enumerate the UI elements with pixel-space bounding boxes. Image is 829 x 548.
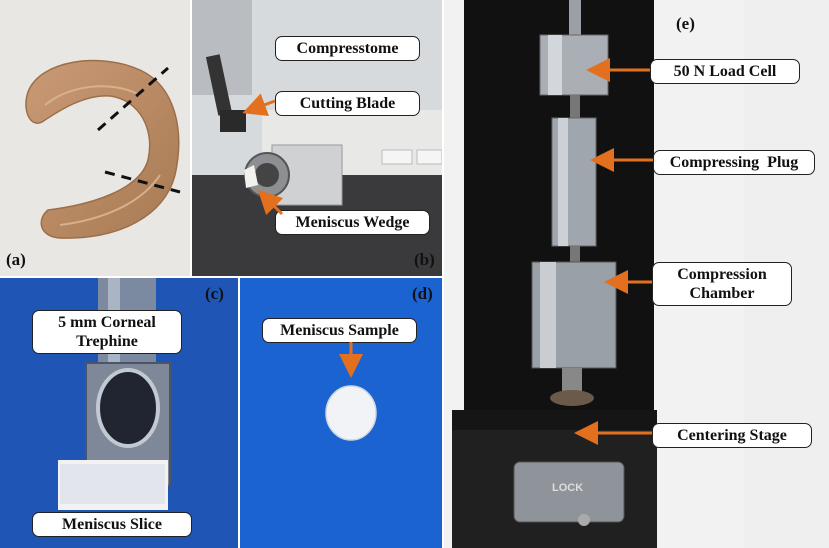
trephine-label: 5 mm Corneal Trephine <box>32 310 182 354</box>
panel-b-tag: (b) <box>414 250 435 269</box>
panel-e-photo: (e) LOCK <box>444 0 829 548</box>
centering-stage-label: Centering Stage <box>652 423 812 448</box>
load-cell-label: 50 N Load Cell <box>650 59 800 84</box>
compressing-plug-label: Compressing Plug <box>653 150 815 175</box>
meniscus-wedge-label: Meniscus Wedge <box>275 210 430 235</box>
panel-c-tag: (c) <box>205 284 224 303</box>
meniscus-sample-label: Meniscus Sample <box>262 318 417 343</box>
panel-a-tag: (a) <box>6 250 26 269</box>
cutting-blade-label: Cutting Blade <box>275 91 420 116</box>
panel-a-photo: (a) <box>0 0 190 276</box>
meniscus-tissue-image <box>25 59 181 239</box>
panel-d-tag: (d) <box>412 284 433 303</box>
compresstome-label: Compresstome <box>275 36 420 61</box>
panel-e-tag: (e) <box>676 14 695 33</box>
compression-chamber-label: Compression Chamber <box>652 262 792 306</box>
meniscus-slice-label: Meniscus Slice <box>32 512 192 537</box>
lock-label: LOCK <box>552 482 584 494</box>
